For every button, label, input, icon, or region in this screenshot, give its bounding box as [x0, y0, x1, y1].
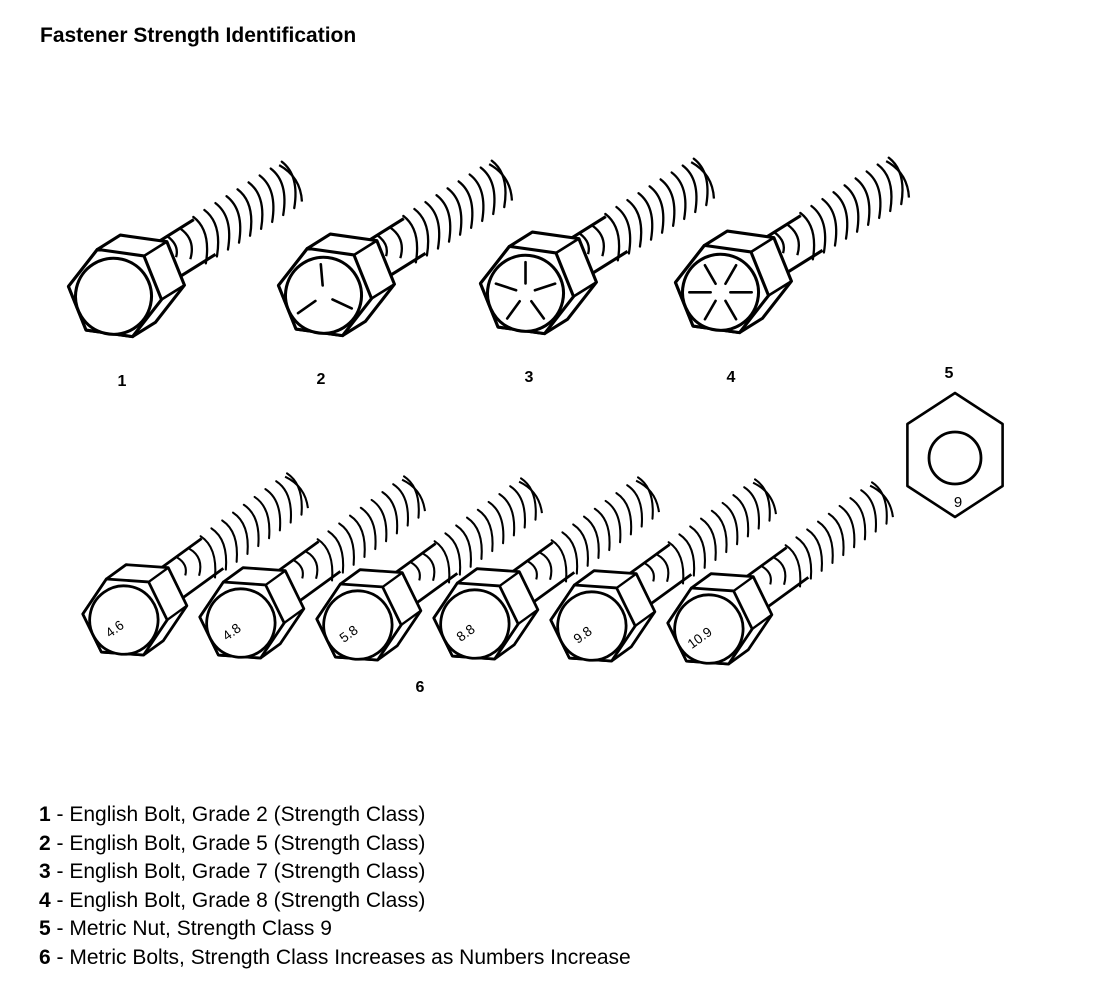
metric-bolt-4.8-illustration: 4.8	[198, 475, 426, 660]
callout-label-3: 3	[525, 369, 534, 386]
grade-marking-lines	[296, 262, 354, 315]
legend-text: - English Bolt, Grade 2 (Strength Class)	[50, 803, 426, 826]
metric-bolt-10.9-illustration: 10.9	[666, 481, 894, 666]
legend-num: 1	[39, 803, 51, 826]
english-bolt-grade-7-illustration	[478, 157, 716, 336]
legend-item-1: 1 - English Bolt, Grade 2 (Strength Clas…	[39, 801, 631, 830]
legend-num: 2	[39, 831, 51, 855]
legend-text: - English Bolt, Grade 5 (Strength Class)	[50, 831, 426, 855]
legend-num: 4	[39, 888, 51, 912]
legend-text: - Metric Nut, Strength Class 9	[50, 917, 332, 941]
legend-item-4: 4 - English Bolt, Grade 8 (Strength Clas…	[39, 887, 631, 916]
legend-item-3: 3 - English Bolt, Grade 7 (Strength Clas…	[39, 858, 631, 887]
legend-num: 6	[39, 945, 51, 969]
english-bolt-grade-8-illustration	[673, 156, 911, 335]
english-bolt-grade-2-illustration	[66, 160, 304, 339]
english-bolt-grade-5-illustration	[276, 159, 514, 338]
legend-text: - Metric Bolts, Strength Class Increases…	[50, 945, 631, 969]
metric-bolt-5.8-illustration: 5.8	[315, 477, 543, 662]
callout-label-4: 4	[727, 369, 736, 386]
metric-bolt-4.6-illustration: 4.6	[81, 472, 309, 657]
grade-marking-lines	[494, 260, 557, 320]
legend-num: 5	[39, 917, 51, 941]
legend-item-6: 6 - Metric Bolts, Strength Class Increas…	[39, 944, 631, 973]
legend-text: - English Bolt, Grade 7 (Strength Class)	[50, 860, 426, 884]
legend-num: 3	[39, 860, 51, 884]
figure-title: Fastener Strength Identification	[40, 24, 357, 47]
callout-label-6: 6	[416, 679, 425, 696]
metric-bolt-8.8-illustration: 8.8	[432, 476, 660, 661]
grade-marking-lines	[688, 264, 753, 321]
callout-label-5: 5	[945, 365, 954, 382]
metric-nut-illustration: 9	[906, 391, 1004, 519]
legend-item-5: 5 - Metric Nut, Strength Class 9	[39, 915, 631, 944]
callout-label-2: 2	[317, 371, 326, 388]
callout-label-1: 1	[118, 373, 127, 390]
nut-strength-class-marking: 9	[954, 494, 962, 511]
metric-bolt-9.8-illustration: 9.8	[549, 478, 777, 663]
legend: 1 - English Bolt, Grade 2 (Strength Clas…	[39, 801, 631, 973]
legend-item-2: 2 - English Bolt, Grade 5 (Strength Clas…	[39, 830, 631, 859]
legend-text: - English Bolt, Grade 8 (Strength Class)	[50, 888, 426, 912]
